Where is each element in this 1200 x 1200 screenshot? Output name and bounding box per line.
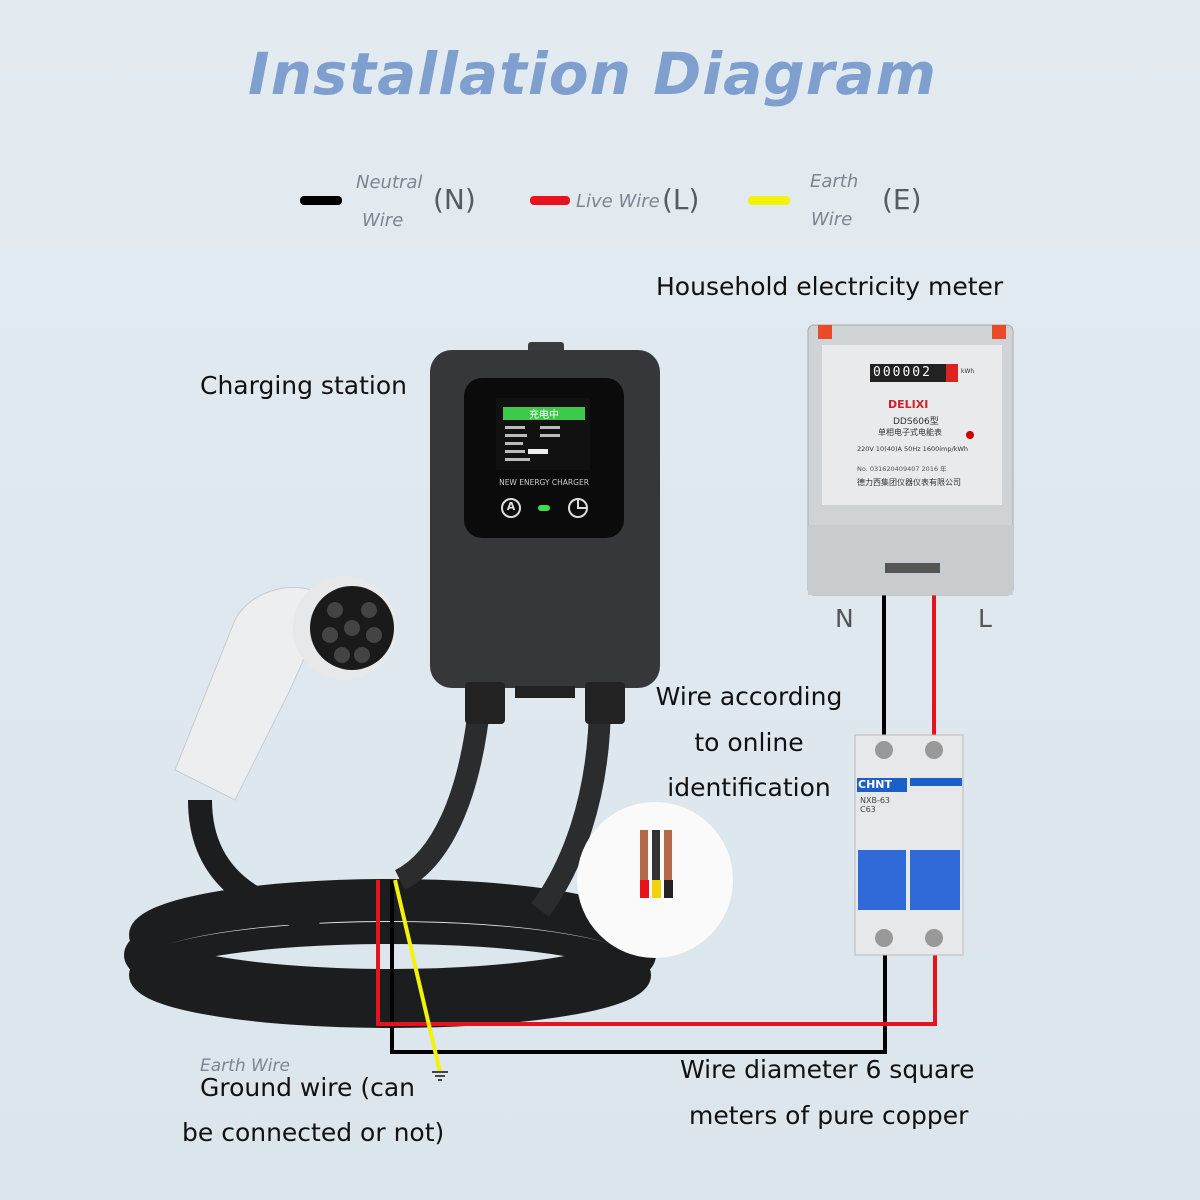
cable-end-inset [577, 802, 733, 958]
charger-cable-left [394, 698, 491, 890]
circuit-breaker [854, 734, 964, 956]
plug-cable [188, 799, 323, 932]
label-station: Charging station [200, 371, 407, 400]
label-wire-2: to online [694, 728, 804, 757]
meter-serial: No. 031620409407 2016 年 [857, 465, 947, 473]
meter-maker: 德力西集团仪器仪表有限公司 [857, 478, 961, 487]
label-ground-2: be connected or not) [182, 1118, 445, 1147]
charger-button-a: A [506, 500, 516, 513]
page-title: Installation Diagram [248, 40, 937, 108]
label-n: N [835, 604, 854, 633]
charger-screen-status: 充电中 [529, 410, 559, 421]
label-meter: Household electricity meter [656, 272, 1004, 301]
label-wire-1: Wire according [655, 682, 843, 711]
label-earth-wire: Earth Wire [200, 1056, 290, 1076]
neutral-swatch [300, 196, 342, 205]
meter-desc: 单相电子式电能表 [878, 428, 942, 437]
wiring [376, 595, 937, 1073]
legend-neutral-line1: Neutral [356, 172, 423, 193]
charger-brand-text: NEW ENERGY CHARGER [499, 478, 589, 487]
breaker-brand: CHNT [858, 778, 892, 791]
meter-brand: DELIXI [888, 398, 929, 411]
charging-station [430, 342, 660, 724]
live-swatch [530, 196, 570, 205]
legend-neutral-line2: Wire [362, 210, 404, 231]
meter-reading: 000002 [873, 365, 932, 380]
label-diameter-2: meters of pure copper [689, 1101, 969, 1130]
meter-spec: 220V 10(40)A 50Hz 1600imp/kWh [857, 445, 968, 453]
meter-model: DDS606型 [893, 417, 939, 427]
electricity-meter [807, 324, 1014, 596]
legend-earth-line1: Earth [810, 171, 859, 192]
label-l: L [978, 604, 992, 633]
legend-live-code: (L) [662, 183, 700, 216]
label-wire-3: identification [667, 773, 831, 802]
label-diameter-1: Wire diameter 6 square [680, 1055, 975, 1084]
legend-neutral-code: (N) [433, 183, 476, 216]
type2-plug [174, 576, 397, 801]
ground-symbol-icon [432, 1071, 448, 1081]
breaker-model: NXB-63 [860, 796, 891, 805]
label-ground-1: Ground wire (can [200, 1073, 416, 1102]
breaker-rating: C63 [860, 805, 876, 814]
legend-earth-line2: Wire [811, 209, 853, 230]
earth-swatch [748, 196, 790, 205]
legend-earth-code: (E) [882, 183, 922, 216]
legend-live-name: Live Wire [576, 191, 660, 212]
charger-cable-right [531, 699, 611, 917]
meter-unit: kWh [961, 368, 975, 375]
